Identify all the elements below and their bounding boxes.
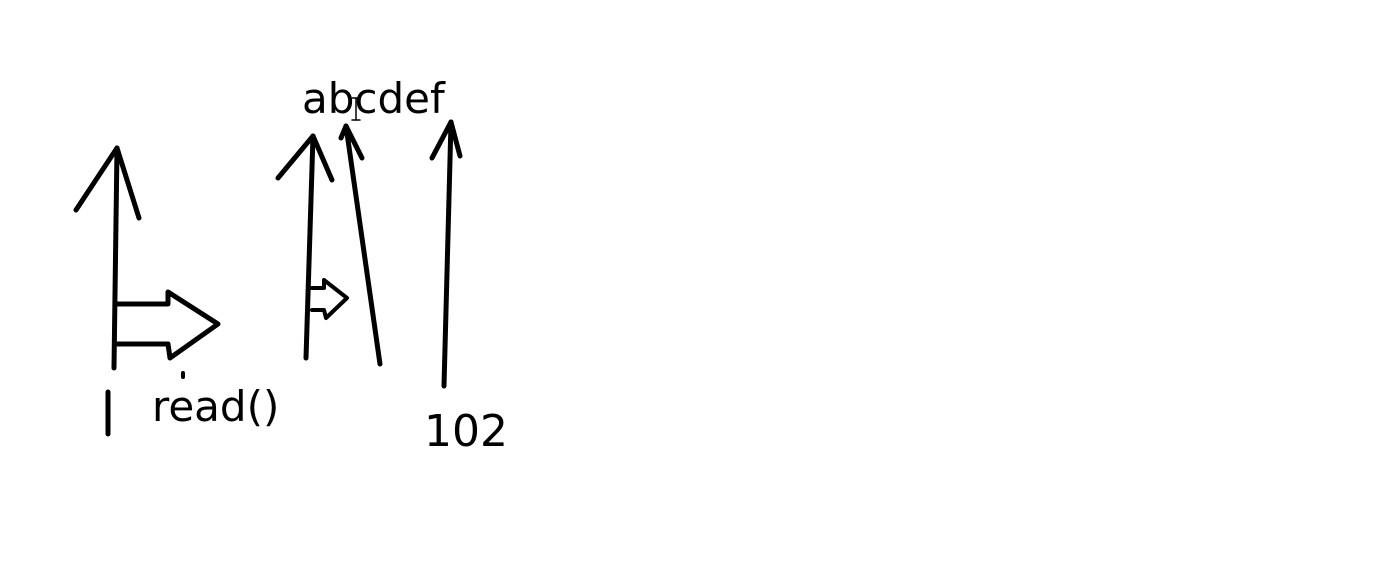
pointer-arrow-left <box>73 145 142 371</box>
text-cursor-icon <box>351 97 361 121</box>
pointer-arrow-right <box>429 119 463 389</box>
small-block-arrow <box>310 278 349 320</box>
value-label: 102 <box>424 406 508 457</box>
method-label: read() <box>152 382 280 431</box>
advance-block-arrow <box>113 289 221 361</box>
pointer-arrow-middle <box>275 133 335 361</box>
pointer-arrow-slanted <box>338 123 383 367</box>
string-label: abcdef <box>302 74 445 123</box>
